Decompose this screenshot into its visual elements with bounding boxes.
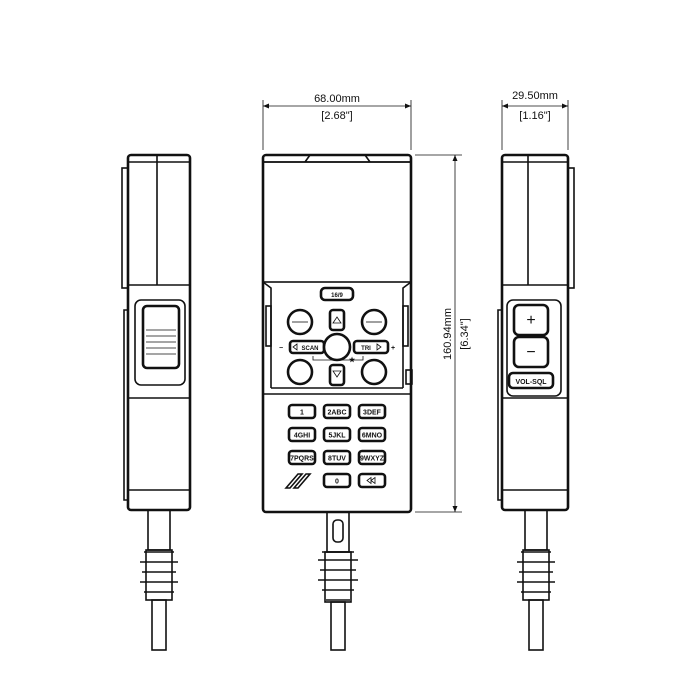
- scan-button[interactable]: SCAN: [288, 339, 326, 355]
- depth-dimension: 29.50mm [1.16"]: [501, 90, 569, 150]
- right-side-view: + − VOL-SQL: [497, 153, 575, 651]
- speaker-grille-icon: [284, 473, 312, 489]
- svg-text:7PQRS: 7PQRS: [290, 456, 314, 463]
- up-arrow-icon: [332, 316, 342, 324]
- svg-text:1: 1: [300, 410, 304, 417]
- up-button[interactable]: [328, 308, 346, 332]
- svg-text:VOL-SQL: VOL-SQL: [515, 379, 547, 386]
- down-button[interactable]: [328, 363, 346, 387]
- left-cable: [140, 509, 178, 651]
- tri-button[interactable]: TRI: [352, 339, 390, 355]
- svg-text:16/9: 16/9: [331, 293, 343, 299]
- svg-text:+: +: [526, 312, 535, 329]
- backspace-key[interactable]: [357, 472, 387, 489]
- down-arrow-icon: [332, 370, 342, 378]
- vol-sql-button[interactable]: VOL-SQL: [507, 371, 555, 390]
- minus-label: −: [279, 345, 283, 352]
- svg-text:6MNO: 6MNO: [362, 433, 383, 440]
- key-1[interactable]: 1: [287, 403, 317, 420]
- left-side-view: [121, 153, 192, 651]
- svg-text:9WXYZ: 9WXYZ: [360, 456, 385, 463]
- svg-text:−: −: [526, 344, 535, 361]
- key-7[interactable]: 7PQRS: [287, 449, 317, 466]
- right-cable: [517, 509, 555, 651]
- svg-text:2ABC: 2ABC: [327, 410, 346, 417]
- key-8[interactable]: 8TUV: [322, 449, 352, 466]
- key-2[interactable]: 2ABC: [322, 403, 352, 420]
- height-dimension: 160.94mm [6.34"]: [415, 154, 471, 513]
- svg-text:0: 0: [335, 479, 339, 486]
- volume-up-button[interactable]: +: [512, 303, 550, 337]
- svg-text:TRI: TRI: [361, 346, 371, 352]
- front-cable: [318, 511, 358, 651]
- width-mm: 68.00mm: [314, 93, 360, 105]
- svg-text:SCAN: SCAN: [301, 346, 318, 352]
- svg-text:8TUV: 8TUV: [328, 456, 346, 463]
- depth-in: [1.16"]: [519, 110, 550, 122]
- channel-16-9-button[interactable]: 16/9: [319, 286, 355, 302]
- width-in: [2.68"]: [321, 110, 352, 122]
- keypad: 1 2ABC 3DEF 4GHI 5JKL 6MNO 7PQRS 8TUV 9W…: [284, 403, 387, 489]
- width-dimension: 68.00mm [2.68"]: [262, 93, 412, 150]
- depth-mm: 29.50mm: [512, 90, 558, 102]
- ok-menu-button[interactable]: [322, 332, 352, 362]
- dsc-menu-button[interactable]: [286, 358, 314, 386]
- height-mm: 160.94mm: [442, 308, 454, 360]
- svg-text:3DEF: 3DEF: [363, 410, 382, 417]
- left-volume-rocker[interactable]: [141, 304, 181, 370]
- star-icon: ★: [349, 356, 356, 364]
- weather-button[interactable]: [360, 358, 388, 386]
- front-view: 16/9 SCAN TRI − + ★ 1 2ABC 3DEF: [261, 153, 413, 651]
- key-6[interactable]: 6MNO: [357, 426, 387, 443]
- key-5[interactable]: 5JKL: [322, 426, 352, 443]
- key-0[interactable]: 0: [322, 472, 352, 489]
- key-3[interactable]: 3DEF: [357, 403, 387, 420]
- svg-text:4GHI: 4GHI: [294, 433, 310, 440]
- display-screen: [262, 161, 412, 283]
- plus-label: +: [391, 345, 395, 352]
- svg-text:5JKL: 5JKL: [328, 433, 346, 440]
- key-4[interactable]: 4GHI: [287, 426, 317, 443]
- volume-down-button[interactable]: −: [512, 335, 550, 369]
- key-9[interactable]: 9WXYZ: [357, 449, 387, 466]
- height-in: [6.34"]: [459, 318, 471, 349]
- backspace-icon: [366, 476, 376, 485]
